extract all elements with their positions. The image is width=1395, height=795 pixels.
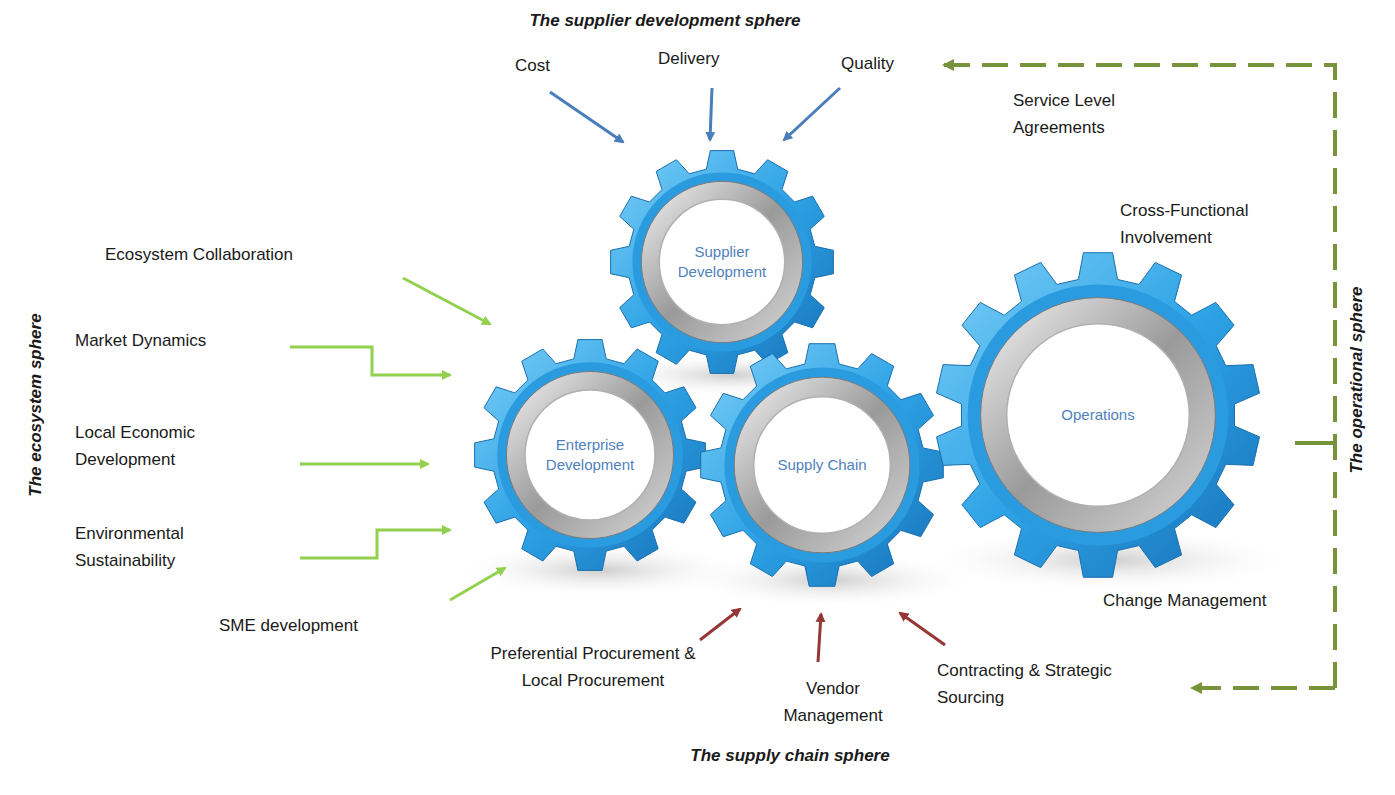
gear-node: Supply Chain <box>700 343 944 587</box>
gear-node: Supplier Development <box>610 150 834 374</box>
gear-label: Enterprise Development <box>538 410 642 501</box>
factor-label: Quality <box>841 50 894 77</box>
factor-label: Environmental Sustainability <box>75 520 225 574</box>
sphere-heading: The operational sphere <box>1343 286 1370 473</box>
supplier-arrows <box>550 88 840 142</box>
operational-feedback-loop <box>944 65 1335 688</box>
factor-label: Market Dynamics <box>75 327 206 354</box>
factor-label: Cost <box>515 52 550 79</box>
gear-node: Operations <box>935 252 1261 578</box>
factor-label: Ecosystem Collaboration <box>105 241 293 268</box>
factor-label: Vendor Management <box>778 675 888 729</box>
supply-chain-arrows <box>700 609 945 662</box>
gear-outline <box>610 150 834 374</box>
gear-label: Supply Chain <box>767 417 876 513</box>
sphere-heading: The ecosystem sphere <box>22 313 49 496</box>
sphere-heading: The supplier development sphere <box>505 7 825 34</box>
factor-label: Contracting & Strategic Sourcing <box>937 657 1152 711</box>
factor-label: Delivery <box>658 45 719 72</box>
gear-outline <box>474 339 706 571</box>
gear-label: Operations <box>1025 351 1171 479</box>
gear-label: Supplier Development <box>672 218 772 306</box>
factor-label: Preferential Procurement & Local Procure… <box>473 640 713 694</box>
factor-label: Local Economic Development <box>75 419 225 473</box>
ecosystem-arrows <box>290 278 505 600</box>
gear-node: Enterprise Development <box>474 339 706 571</box>
factor-label: Service Level Agreements <box>1013 87 1138 141</box>
factor-label: Change Management <box>1103 587 1267 614</box>
sphere-heading: The supply chain sphere <box>660 742 920 769</box>
factor-label: SME development <box>219 612 358 639</box>
factor-label: Cross-Functional Involvement <box>1120 197 1280 251</box>
